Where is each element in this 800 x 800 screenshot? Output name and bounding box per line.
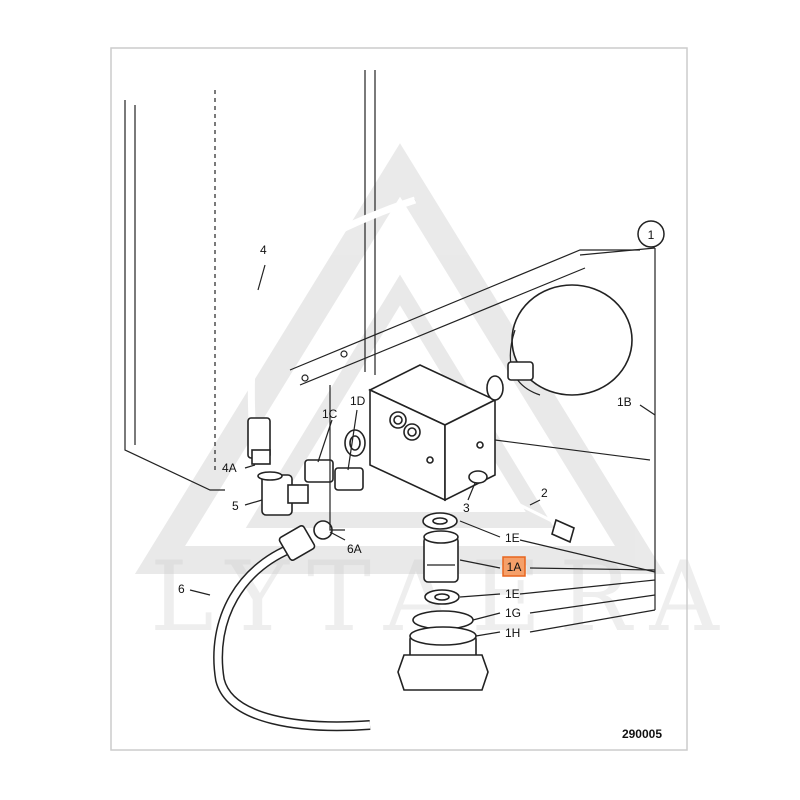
bolt-2 [479,483,575,544]
callout-4a: 4A [222,461,237,475]
elbow-5 [257,471,309,516]
washer-3 [468,470,488,484]
callout-1a[interactable]: 1A [507,560,522,574]
highlight-box-1a[interactable] [502,556,526,577]
hose-6 [213,525,371,732]
callout-3: 3 [463,501,470,515]
accumulator-1b [486,284,633,401]
figure-number: 290005 [622,727,662,741]
callout-6a: 6A [347,542,362,556]
callout-1g: 1G [505,606,521,620]
callout-6: 6 [178,582,185,596]
callout-2: 2 [541,486,548,500]
hose-4 [247,196,417,465]
callout-1c: 1C [322,407,338,421]
callout-1: 1 [648,228,655,242]
mounting-plate [289,249,651,461]
callout-4: 4 [260,243,267,257]
callout-1h: 1H [505,626,520,640]
callout-5: 5 [232,499,239,513]
callout-1e-top: 1E [505,531,520,545]
callout-circle-1 [637,220,665,248]
callout-1b: 1B [617,395,632,409]
callout-1e-bottom: 1E [505,587,520,601]
leader-lines [189,247,656,637]
callout-1d: 1D [350,394,366,408]
washer-6a [313,520,333,540]
